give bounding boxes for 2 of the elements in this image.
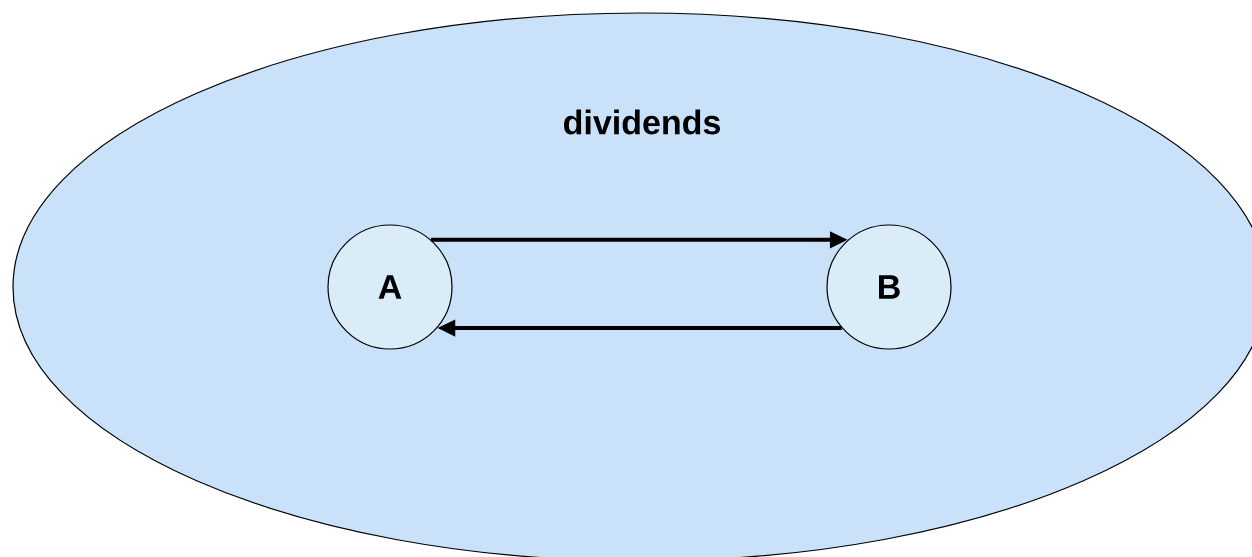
circle-node: A — [327, 224, 453, 350]
circle-node: B — [826, 224, 952, 350]
